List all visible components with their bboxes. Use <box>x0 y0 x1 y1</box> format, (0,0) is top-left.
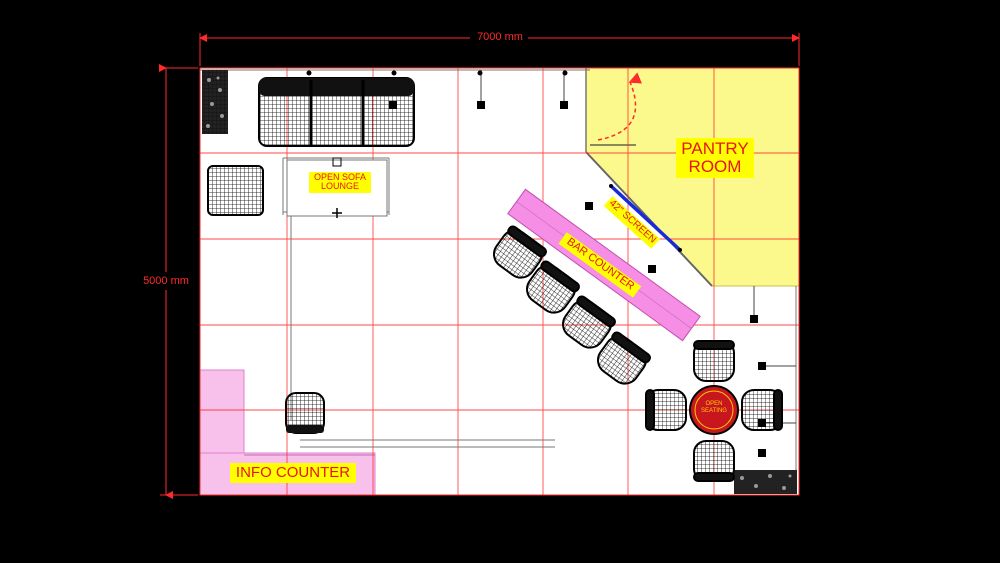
pantry-room-label: PANTRY ROOM <box>676 138 754 178</box>
open-seating-group <box>645 340 783 482</box>
sofa-lounge <box>258 77 415 147</box>
info-counter-chair <box>285 392 325 434</box>
bar-stools <box>493 225 651 385</box>
plant-top-left-icon <box>202 70 228 134</box>
info-counter-label: INFO COUNTER <box>230 463 356 483</box>
height-dimension-label: 5000 mm <box>143 275 189 287</box>
width-dimension-label: 7000 mm <box>477 31 523 43</box>
open-sofa-lounge-label: OPEN SOFA LOUNGE <box>309 172 371 193</box>
open-seating-label: OPEN SEATING <box>701 401 727 414</box>
plant-bottom-right-icon <box>734 470 797 494</box>
armchair <box>207 165 264 216</box>
open-seating-table <box>689 385 739 435</box>
screen <box>609 184 682 252</box>
floor-outline <box>199 67 800 496</box>
door-swing-arrow <box>597 72 642 141</box>
